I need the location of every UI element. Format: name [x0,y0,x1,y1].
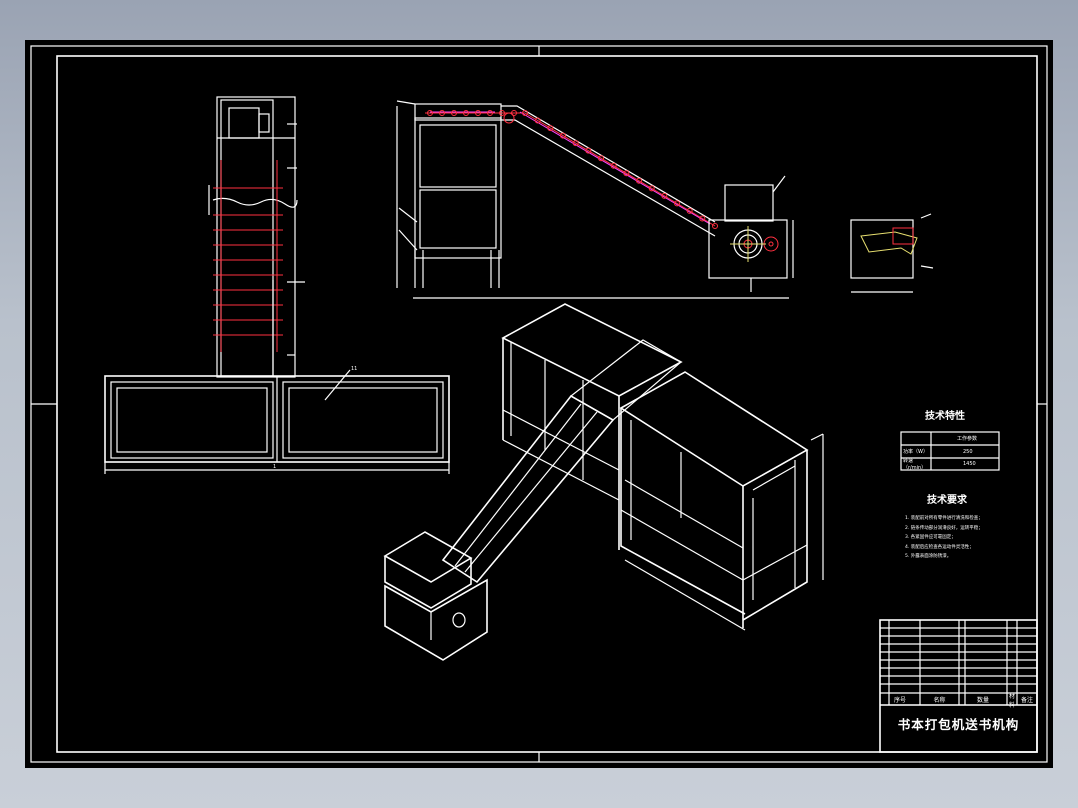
chain-link [522,110,528,116]
requirement-item: 1. 装配前对所有零件进行清洗和检查； [905,516,983,521]
chain-link [499,110,505,116]
chain-link [610,162,617,169]
chain-links [425,112,716,227]
chain-link [636,177,642,184]
spec-param: 功率（W） [903,449,928,455]
chain-link-marks [427,110,718,229]
requirement-item: 2. 链条传动部分润滑良好，运转平稳； [905,525,983,531]
spec-value: 250 [963,448,973,455]
svg-text:11: 11 [351,366,357,372]
inner-border [56,55,1038,753]
chain-link [648,185,655,192]
bom-col-material: 材料 [1008,692,1015,709]
bom-col-note: 备注 [1020,697,1033,704]
bom-header: 序号 名称 数量 材料 备注 [880,693,1037,709]
tech-specs-table: 工作参数 功率（W） 250 转速（r/min） 1450 [901,432,999,471]
chain-link [439,110,445,116]
chain-link [547,125,554,132]
section-detail [850,213,934,293]
chain-link [463,110,469,116]
front-view [396,100,794,299]
tech-specs-row: 工作参数 [901,432,999,445]
bom-col-index: 序号 [893,697,906,704]
chain-link [511,110,517,116]
top-view: 1 11 [104,96,450,474]
chain-link [487,110,493,116]
tech-requirements-list: 1. 装配前对所有零件进行清洗和检查； 2. 链条传动部分润滑良好，运转平稳； … [905,514,1025,562]
spec-value: 工作参数 [957,436,978,442]
isometric-view [383,303,824,661]
drawing-sheet: 1 11 [25,40,1053,768]
requirement-item: 5. 外露表面涂防锈漆。 [905,554,952,559]
chain-link [560,132,566,139]
chain-link [661,192,668,199]
spec-value: 1450 [963,461,976,467]
chain-link [475,110,481,116]
tech-specs [900,431,1000,471]
tech-requirements-heading: 技术要求 [927,495,967,506]
chain-link [686,207,693,214]
cad-drawing: 1 11 [30,45,1048,763]
tech-specs-row: 功率（W） 250 [901,445,999,458]
bom-col-qty: 数量 [976,697,989,704]
bom-grid [879,619,1038,753]
drawing-title: 书本打包机送书机构 [897,717,1020,732]
requirement-item: 4. 装配后应检查各运动件灵活性； [905,544,974,550]
chain-link [623,170,630,177]
chain-link [712,223,718,229]
tech-specs-heading: 技术特性 [925,411,965,422]
chain-link [534,117,541,124]
chain-link [674,200,680,207]
outer-border [30,45,1048,763]
chain-link [451,110,457,116]
chain-link [572,140,579,147]
chain-link [427,110,433,116]
motor-symbol [228,107,260,139]
chain-link [699,215,706,222]
svg-text:1: 1 [273,464,276,470]
chain-link [598,155,604,162]
chain-link [585,147,592,154]
requirement-item: 3. 各紧固件应可靠固定； [905,535,956,540]
bom-col-name: 名称 [933,697,946,704]
tech-specs-row: 转速（r/min） 1450 [901,458,999,471]
spec-param: 转速（r/min） [903,458,927,471]
center-marks [31,46,1047,762]
